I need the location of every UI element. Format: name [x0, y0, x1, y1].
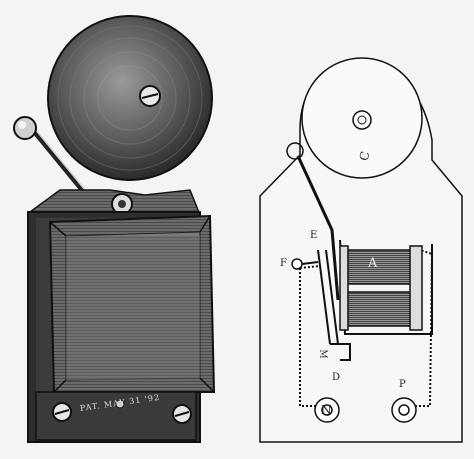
- label-n: N: [321, 403, 332, 417]
- contact-screw: [291, 258, 303, 270]
- label-a: A: [368, 256, 378, 271]
- gong-center-screw: [352, 110, 372, 130]
- label-m: M: [317, 349, 328, 359]
- label-e: E: [310, 230, 318, 241]
- label-p: P: [399, 379, 406, 390]
- armature: [317, 249, 339, 345]
- terminal-plate: [35, 391, 197, 441]
- hammer-arm: [296, 155, 340, 301]
- wiring-diagram-view: [259, 57, 463, 443]
- bell-gong: [47, 15, 213, 181]
- gong-screw: [139, 85, 161, 107]
- terminal-p: [391, 397, 417, 423]
- hammer-ball: [286, 142, 304, 160]
- label-f: F: [280, 258, 287, 269]
- label-d: D: [332, 372, 341, 383]
- gong-outline: [301, 57, 423, 179]
- terminal-n: [314, 397, 340, 423]
- exterior-bell-view: [13, 15, 216, 443]
- electromagnet-coils: [339, 245, 423, 331]
- cover-box: [48, 214, 216, 393]
